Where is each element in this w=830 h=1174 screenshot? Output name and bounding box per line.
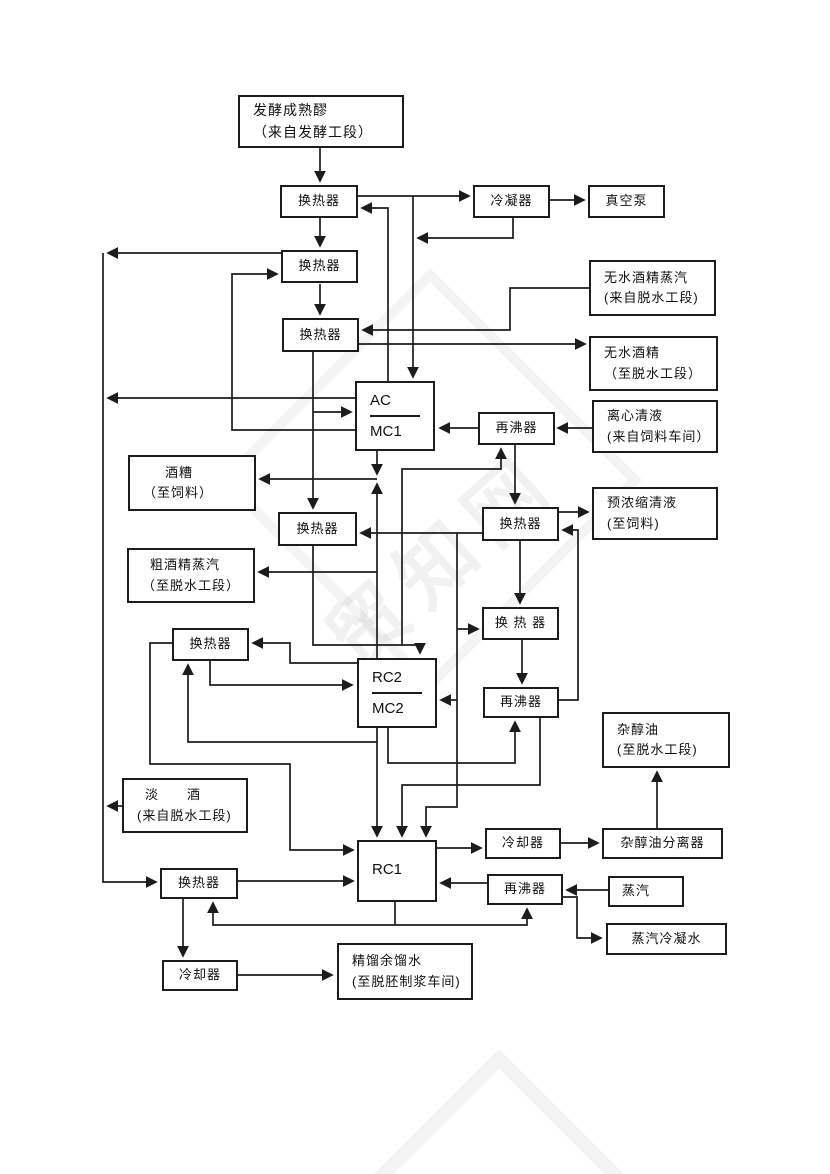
flow-line xyxy=(231,268,355,431)
flow-line xyxy=(312,546,426,655)
label-line2: (来自脱水工段) xyxy=(604,290,699,305)
node-steam-condensate-out: 蒸汽冷凝水 xyxy=(606,923,727,955)
label: 换热器 xyxy=(298,258,341,274)
flow-line xyxy=(361,287,589,336)
label: 再沸器 xyxy=(495,420,538,436)
node-heat-exchanger-8: 换热器 xyxy=(160,868,238,899)
label: 蒸汽 xyxy=(622,883,651,899)
node-weak-alcohol-source: 淡 酒 (来自脱水工段) xyxy=(122,778,248,833)
node-cooler-2: 冷却器 xyxy=(162,960,238,991)
node-cooler-1: 冷却器 xyxy=(485,828,561,859)
flow-line xyxy=(209,658,354,691)
node-centrifuge-liquid-source: 离心清液 (来自饲料车间） xyxy=(592,400,718,453)
node-heat-exchanger-1: 换热器 xyxy=(280,185,358,218)
node-heat-exchanger-7: 换热器 xyxy=(172,628,249,661)
label-line1: 无水酒精蒸汽 xyxy=(604,269,689,285)
flow-line xyxy=(387,720,521,764)
label: 杂醇油分离器 xyxy=(620,835,705,851)
node-heat-exchanger-6: 换 热 器 xyxy=(482,607,559,640)
label: 冷却器 xyxy=(501,835,544,851)
label-line2: (至脱水工段) xyxy=(617,742,698,757)
column-label: RC1 xyxy=(372,861,403,878)
flow-line xyxy=(149,642,355,856)
label: 换 热 器 xyxy=(494,615,547,631)
flow-line xyxy=(562,896,603,944)
flow-line xyxy=(360,202,389,381)
label-line1: 酒糟 xyxy=(165,464,194,480)
node-vacuum-pump: 真空泵 xyxy=(588,185,665,218)
node-column-ac-mc1: AC MC1 xyxy=(355,381,435,451)
flow-line xyxy=(251,637,357,664)
label-line2: （来自发酵工段） xyxy=(253,123,373,140)
node-heat-exchanger-5: 换热器 xyxy=(482,507,559,541)
label-line1: 离心清液 xyxy=(607,408,664,424)
node-fermented-mash-source: 发酵成熟醪 （来自发酵工段） xyxy=(238,95,404,148)
column-label-bottom: MC1 xyxy=(370,423,402,440)
node-condenser: 冷凝器 xyxy=(473,185,550,218)
label-line1: 发酵成熟醪 xyxy=(253,101,328,118)
label: 换热器 xyxy=(297,193,340,209)
node-fusel-oil-out: 杂醇油 (至脱水工段) xyxy=(602,712,730,768)
label-line2: (来自脱水工段) xyxy=(137,807,232,823)
flow-line xyxy=(102,253,158,888)
label: 再沸器 xyxy=(503,881,546,897)
node-fusel-oil-separator: 杂醇油分离器 xyxy=(602,828,723,859)
flow-line xyxy=(401,447,507,645)
label-line2: （至饲料） xyxy=(143,485,214,500)
column-divider xyxy=(370,415,420,417)
column-label-top: AC xyxy=(370,391,391,409)
node-reboiler-3: 再沸器 xyxy=(487,874,563,905)
label-line2: （至脱水工段） xyxy=(604,365,703,381)
label: 真空泵 xyxy=(605,193,648,209)
label-line1: 淡 酒 xyxy=(145,787,202,803)
label-line1: 预浓缩清液 xyxy=(607,495,678,511)
flow-line xyxy=(558,524,579,701)
label: 冷却器 xyxy=(178,967,221,983)
node-column-rc1: RC1 xyxy=(357,840,437,902)
node-steam-source: 蒸汽 xyxy=(608,876,684,907)
label: 换热器 xyxy=(189,636,232,652)
flow-line xyxy=(416,218,514,244)
column-divider xyxy=(372,692,422,694)
node-residual-water-out: 精馏余馏水 (至脱胚制浆车间) xyxy=(337,943,473,1000)
label: 换热器 xyxy=(177,875,220,891)
node-heat-exchanger-3: 换热器 xyxy=(282,318,359,352)
flow-line xyxy=(420,532,482,838)
label-line1: 粗酒精蒸汽 xyxy=(150,557,221,573)
label-line2: (至脱胚制浆车间) xyxy=(352,973,461,989)
node-anhydrous-alcohol-vapor-source: 无水酒精蒸汽 (来自脱水工段) xyxy=(589,260,716,316)
node-preconcentrated-liquid-out: 预浓缩清液 (至饲料) xyxy=(592,487,718,540)
label: 换热器 xyxy=(499,515,542,531)
node-reboiler-2: 再沸器 xyxy=(483,687,559,718)
label-line1: 无水酒精 xyxy=(604,345,661,361)
label: 蒸汽冷凝水 xyxy=(631,930,702,946)
column-label-top: RC2 xyxy=(372,668,403,686)
node-column-rc2-mc2: RC2 MC2 xyxy=(357,658,437,728)
node-heat-exchanger-2: 换热器 xyxy=(281,250,358,283)
label: 换热器 xyxy=(299,326,342,342)
label-line1: 杂醇油 xyxy=(617,721,660,737)
label-line1: 精馏余馏水 xyxy=(352,953,423,969)
flow-line xyxy=(182,663,378,743)
node-stillage-out: 酒糟 （至饲料） xyxy=(128,455,256,511)
flow-line xyxy=(207,901,395,926)
label: 再沸器 xyxy=(499,694,542,710)
flow-line xyxy=(395,907,533,926)
node-heat-exchanger-4: 换热器 xyxy=(278,512,357,546)
label-line2: (来自饲料车间） xyxy=(607,428,711,444)
node-crude-alcohol-vapor-out: 粗酒精蒸汽 （至脱水工段） xyxy=(127,548,255,603)
flow-line xyxy=(396,717,541,838)
column-label-bottom: MC2 xyxy=(372,700,404,717)
label: 冷凝器 xyxy=(490,193,533,209)
node-reboiler-1: 再沸器 xyxy=(478,412,555,445)
label-line2: （至脱水工段） xyxy=(142,577,241,593)
label-line2: (至饲料) xyxy=(607,515,660,531)
node-anhydrous-alcohol-out: 无水酒精 （至脱水工段） xyxy=(589,336,718,391)
label: 换热器 xyxy=(296,520,339,536)
